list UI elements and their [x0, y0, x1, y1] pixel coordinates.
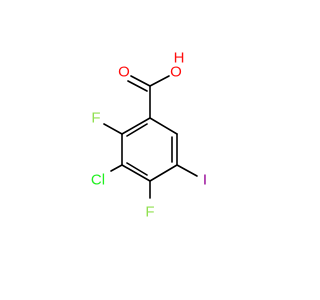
bond-c2-f [103, 123, 123, 135]
bond-ring-c1-c2-inner [126, 123, 148, 137]
bond-ccooh-o-double-b [127, 80, 148, 92]
bond-ccooh-oh [149, 75, 170, 87]
iodine-label: I [203, 172, 207, 189]
bond-ring-c3-c4-inner [126, 162, 148, 176]
bond-ccooh-o-double-a [130, 75, 151, 87]
hydrogen-hydroxyl-label: H [174, 50, 185, 67]
bonds [103, 75, 198, 199]
bond-ring-c3-c4 [121, 164, 151, 182]
background [0, 0, 300, 300]
bond-c5-i [176, 164, 198, 177]
fluorine-ortho-label: F [91, 110, 100, 127]
chlorine-label: Cl [91, 172, 105, 189]
bond-c3-cl [110, 164, 123, 172]
oxygen-carbonyl-label: O [118, 64, 130, 81]
bond-ring-c4-c5 [149, 164, 178, 182]
oxygen-hydroxyl-label: O [170, 64, 182, 81]
bond-ring-c1-c2 [121, 117, 151, 135]
bond-ring-c6-c1 [149, 117, 178, 135]
molecule-structure: O O H F Cl F I [0, 0, 300, 300]
fluorine-para-label: F [145, 204, 154, 221]
atom-labels: O O H F Cl F I [91, 50, 207, 221]
